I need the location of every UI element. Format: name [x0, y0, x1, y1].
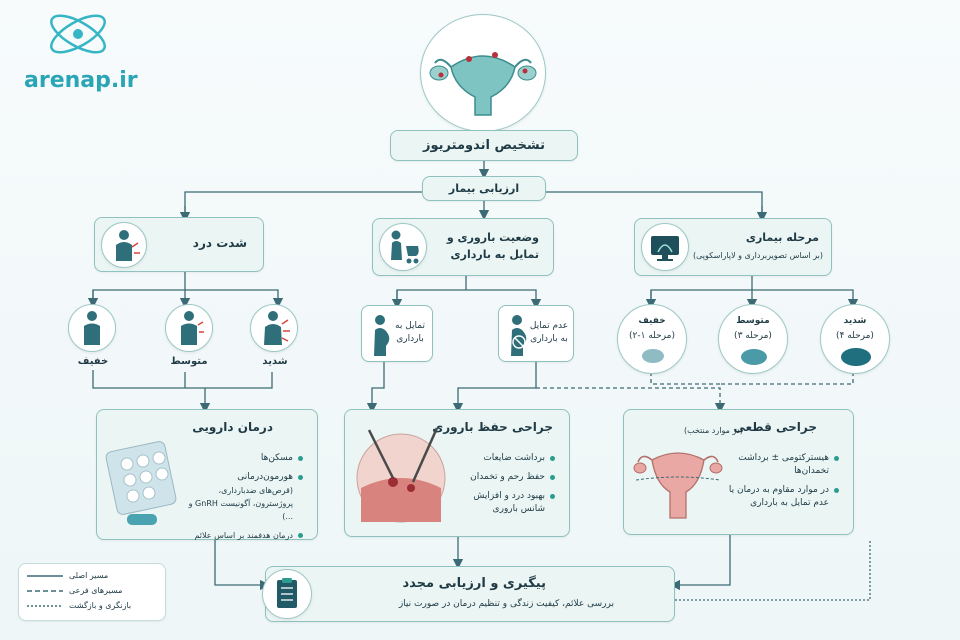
pill-pack-icon	[105, 441, 177, 525]
assessment-box: ارزیابی بیمار	[422, 176, 546, 201]
disease-stage-subtitle: (بر اساس تصویربرداری و لاپاراسکوپی)	[693, 251, 823, 260]
definitive-item-hysterectomy: هیسترکتومی ± برداشت تخمدان‌ها	[727, 452, 839, 478]
medical-treatment-title: درمان دارویی	[192, 420, 273, 434]
pain-icon-circle	[101, 222, 147, 268]
dotted-line-swatch	[27, 604, 63, 607]
uterus-removal-icon	[633, 452, 723, 519]
lesion-small-icon	[642, 349, 664, 363]
legend-secondary: مسیرهای فرعی	[27, 586, 157, 595]
pain-severe-node	[250, 304, 298, 352]
lesion-medium-icon	[741, 349, 767, 365]
pain-severity-title: شدت درد	[192, 236, 247, 250]
pain-mild-label: خفیف	[77, 356, 109, 367]
conservative-surgery-title: جراحی حفظ باروری	[432, 420, 553, 434]
person-mild-icon	[84, 311, 100, 345]
followup-subtitle: بررسی علائم، کیفیت زندگی و تنظیم درمان د…	[398, 599, 614, 609]
wants-pregnancy-node: تمایل به بارداری	[361, 305, 433, 362]
laparoscopic-surgery-icon	[356, 427, 446, 523]
disease-stage-title: مرحله بیماری	[745, 231, 819, 244]
medical-item-hormone: هورمون‌درمانی (قرص‌های ضدبارداری، پروژست…	[177, 471, 303, 523]
brand-logo	[38, 4, 118, 64]
stage-icon-circle	[641, 223, 689, 271]
medical-item-hormone-detail: (قرص‌های ضدبارداری، پروژسترون، آگونیست G…	[188, 486, 293, 521]
definitive-surgery-title: جراحی قطعی	[733, 420, 817, 434]
followup-icon-circle	[262, 569, 312, 619]
pain-severe-label: شدید	[262, 356, 288, 367]
mother-stroller-icon	[391, 230, 419, 264]
definitive-surgery-note: (در موارد منتخب)	[684, 426, 743, 435]
pregnant-woman-icon	[374, 315, 390, 356]
person-pain-icon	[116, 230, 140, 261]
stage-mild-label: خفیف	[638, 316, 666, 326]
lesion-large-icon	[841, 348, 871, 366]
fertility-icon-circle	[379, 223, 427, 271]
stage-moderate-sub: (مرحله ۳)	[734, 331, 772, 341]
legend-main-label: مسیر اصلی	[69, 571, 109, 580]
no-pregnancy-icon	[511, 315, 527, 356]
uterus-icon	[429, 52, 537, 116]
stage-severe-label: شدید	[843, 316, 867, 326]
clipboard-checklist-icon	[277, 578, 297, 608]
conservative-surgery-box: جراحی حفظ باروری برداشت ضایعات حفظ رحم و…	[344, 409, 570, 537]
no-pregnancy-line2: به بارداری	[530, 334, 568, 344]
stage-severe-node: شدید (مرحله ۴)	[820, 304, 890, 374]
root-diagnosis-box: تشخیص اندومتریوز	[390, 130, 578, 161]
conservative-item-lesions: برداشت ضایعات	[451, 452, 555, 465]
fertility-status-title: وضعیت باروری و تمایل به بارداری	[447, 229, 539, 263]
definitive-surgery-list: هیسترکتومی ± برداشت تخمدان‌ها در موارد م…	[727, 452, 839, 516]
medical-treatment-box: درمان دارویی مسکن‌ها هورمون‌درمانی (قرص‌…	[96, 409, 318, 540]
medical-item-hormone-title: هورمون‌درمانی	[237, 472, 293, 482]
disease-stage-box: مرحله بیماری (بر اساس تصویربرداری و لاپا…	[634, 218, 832, 276]
pain-severity-box: شدت درد	[94, 217, 264, 272]
legend-main: مسیر اصلی	[27, 571, 157, 580]
stage-moderate-label: متوسط	[736, 316, 770, 326]
pain-moderate-label: متوسط	[170, 356, 208, 367]
fertility-title-line1: وضعیت باروری و	[446, 231, 539, 244]
stage-severe-sub: (مرحله ۴)	[836, 331, 874, 341]
uterus-illustration	[420, 14, 546, 132]
ultrasound-monitor-icon	[651, 236, 679, 261]
person-moderate-icon	[181, 311, 204, 345]
legend-box: مسیر اصلی مسیرهای فرعی بازنگری و بازگشت	[18, 563, 166, 621]
pain-moderate-node	[165, 304, 213, 352]
fertility-title-line2: تمایل به بارداری	[450, 248, 539, 261]
medical-item-targeted: درمان هدفمند بر اساس علائم	[177, 529, 303, 542]
conservative-surgery-list: برداشت ضایعات حفظ رحم و تخمدان بهبود درد…	[451, 452, 555, 522]
no-pregnancy-wish-label: عدم تمایل به بارداری	[528, 320, 570, 346]
definitive-item-indication: در موارد مقاوم به درمان یا عدم تمایل به …	[727, 484, 839, 510]
atom-logo-icon	[50, 14, 106, 54]
no-pregnancy-line1: عدم تمایل	[529, 321, 569, 331]
legend-return-label: بازنگری و بازگشت	[69, 601, 132, 610]
stage-mild-node: خفیف (مرحله ۱-۲)	[617, 304, 687, 374]
definitive-surgery-box: جراحی قطعی (در موارد منتخب) هیسترکتومی ±…	[623, 409, 854, 535]
no-pregnancy-wish-node: عدم تمایل به بارداری	[498, 305, 574, 362]
stage-mild-sub: (مرحله ۱-۲)	[629, 331, 675, 341]
dashed-line-swatch	[27, 589, 63, 592]
stage-moderate-node: متوسط (مرحله ۳)	[718, 304, 788, 374]
conservative-item-fertility: بهبود درد و افزایش شانس باروری	[451, 490, 555, 516]
wants-pregnancy-label: تمایل به بارداری	[392, 320, 428, 346]
followup-title: پیگیری و ارزیابی مجدد	[402, 576, 546, 591]
legend-return: بازنگری و بازگشت	[27, 601, 157, 610]
solid-line-swatch	[27, 574, 63, 577]
conservative-item-preserve: حفظ رحم و تخمدان	[451, 471, 555, 484]
brand-logo-text: arenap.ir	[24, 68, 138, 93]
medical-item-analgesics: مسکن‌ها	[177, 452, 303, 465]
person-severe-icon	[264, 311, 290, 345]
wants-pregnancy-line2: بارداری	[396, 334, 424, 344]
pain-mild-node	[68, 304, 116, 352]
legend-secondary-label: مسیرهای فرعی	[69, 586, 123, 595]
followup-box: پیگیری و ارزیابی مجدد بررسی علائم، کیفیت…	[262, 566, 675, 622]
fertility-status-box: وضعیت باروری و تمایل به بارداری	[372, 218, 554, 276]
wants-pregnancy-line1: تمایل به	[395, 321, 425, 331]
medical-treatment-list: مسکن‌ها هورمون‌درمانی (قرص‌های ضدبارداری…	[177, 452, 303, 548]
